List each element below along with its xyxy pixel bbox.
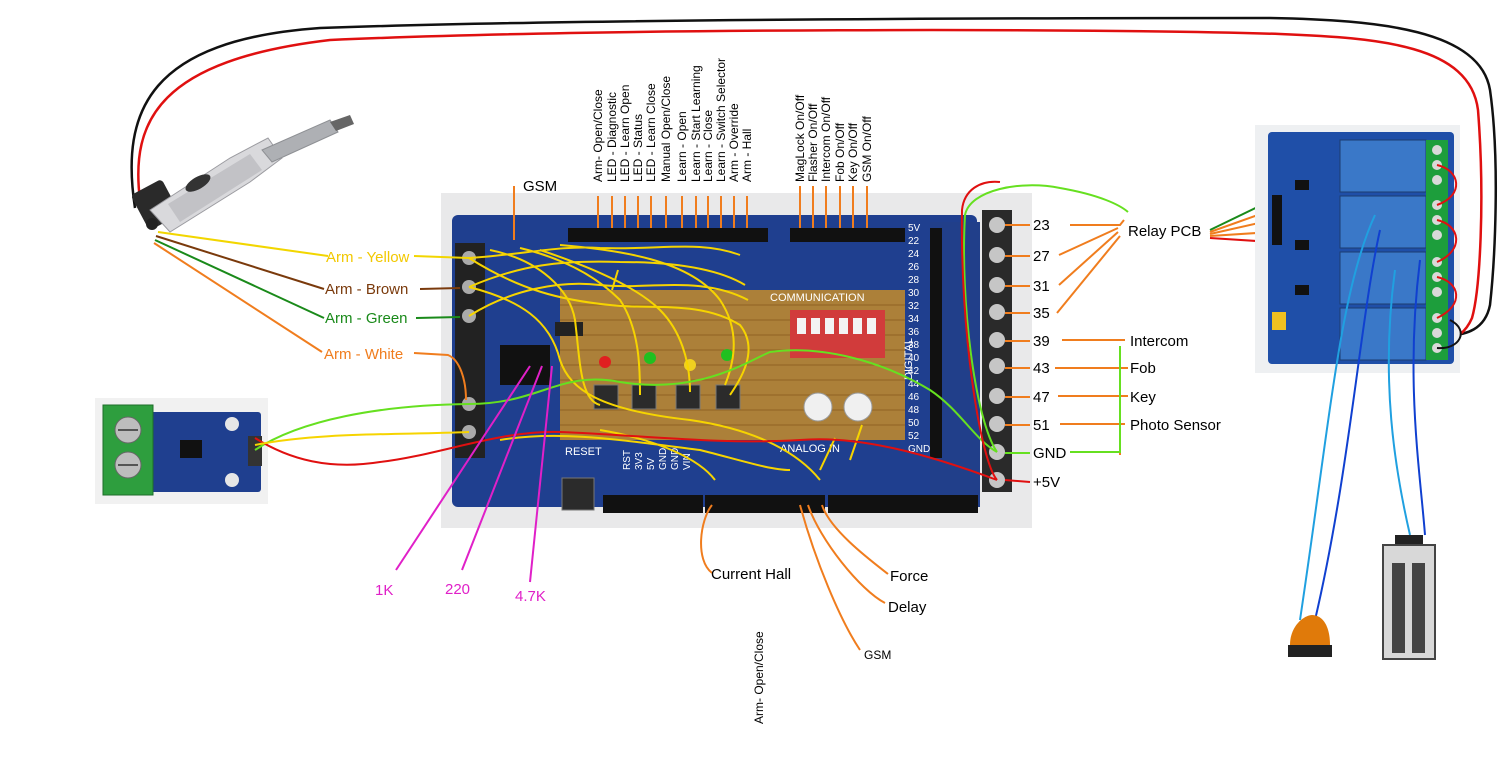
header-pin-silkscreen: 48 [908,405,920,416]
input-label: Key [1130,389,1156,406]
arm-brown-label: Arm - Brown [325,281,408,298]
delay-label: Delay [888,599,927,616]
analog-in-silkscreen: ANALOG IN [780,443,840,455]
relay-pcb-label: Relay PCB [1128,223,1201,240]
resistor-220-label: 220 [445,581,470,598]
power-pin-silkscreen: GND [658,448,669,470]
arm-wire-lines [153,231,470,401]
right-pin-label: 23 [1033,217,1050,234]
right-pin-label: 47 [1033,389,1050,406]
power-pin-silkscreen: GND [670,448,681,470]
arduino-pin-label: LED - Status [631,114,645,182]
red-wires [254,180,1001,481]
arduino-board: COMMUNICATION ANALOG IN RESET DIGITAL RS… [441,193,1032,528]
power-pin-silkscreen: RST [622,450,633,470]
right-pin-label: GND [1033,445,1067,462]
right-pin-label: 27 [1033,248,1050,265]
device-wires [1299,214,1426,621]
arduino-pin-label: Arm - Hall [740,129,754,182]
header-pin-silkscreen: 30 [908,288,920,299]
gsm-bottom-label: GSM [864,648,891,662]
header-pin-silkscreen: 52 [908,431,920,442]
header-pin-silkscreen: GND [908,444,930,455]
arduino-pin-label: LED - Learn Open [618,85,632,182]
header-pin-silkscreen: 36 [908,327,920,338]
force-label: Force [890,568,928,585]
right-pin-label: 31 [1033,278,1050,295]
power-pin-silkscreen: 3V3 [634,452,645,470]
arduino-pin-label: Arm - Override [727,103,741,182]
arduino-pin-label: Learn - Close [701,110,715,182]
arduino-pin-label: Arm- Open/Close [591,89,605,182]
input-label: Fob [1130,360,1156,377]
right-pin-label: 39 [1033,333,1050,350]
input-label: Intercom [1130,333,1188,350]
dip-switch-label: Intercom On/Off [819,96,833,182]
header-pin-silkscreen: 34 [908,314,920,325]
header-pin-silkscreen: 50 [908,418,920,429]
yellow-jumpers [468,244,863,481]
header-pin-silkscreen: 38 [908,340,920,351]
header-pin-silkscreen: 44 [908,379,920,390]
dip-switch-label: Fob On/Off [833,122,847,182]
resistor-1k-label: 1K [375,582,393,599]
current-hall-label: Current Hall [711,566,791,583]
arduino-pin-label: Learn - Start Learning [689,65,703,182]
right-pin-label: +5V [1033,474,1060,491]
digital-silkscreen: DIGITAL [903,338,915,380]
header-pin-silkscreen: 5V [908,223,921,234]
header-pin-silkscreen: 28 [908,275,920,286]
resistor-4-7k-label: 4.7K [515,588,546,605]
input-label: Photo Sensor [1130,417,1221,434]
header-pin-silkscreen: 24 [908,249,920,260]
arduino-pin-label: Learn - Switch Selector [714,58,728,182]
bottom-labels: Current Hall Force Delay GSM Arm- Open/C… [700,504,928,724]
arm-open-close-bottom-label: Arm- Open/Close [752,631,766,724]
header-pin-silkscreen: 22 [908,236,920,247]
arduino-pin-label: Manual Open/Close [659,76,673,182]
dip-switch-label: MagLock On/Off [793,94,807,182]
maglock-image [1382,535,1436,660]
sensor-yellow-wire [254,431,470,446]
arm-yellow-label: Arm - Yellow [326,249,410,266]
resistor-labels: 1K 220 4.7K [375,365,553,605]
arduino-pin-label: LED - Learn Close [644,83,658,182]
arm-wire-labels: Arm - Yellow Arm - Brown Arm - Green Arm… [324,249,410,363]
dip-switch-label: Flasher On/Off [806,103,820,182]
lime-wires [254,184,1129,453]
dip-switch-label: GSM On/Off [860,116,874,182]
dip-switch-label: Key On/Off [846,122,860,182]
power-pin-silkscreen: 5V [646,457,657,470]
gsm-top-label: GSM [523,178,557,195]
arm-green-label: Arm - Green [325,310,408,327]
relay-board [1255,125,1462,373]
right-pin-label: 35 [1033,305,1050,322]
right-pin-label: 43 [1033,360,1050,377]
actuator-power-cables [130,16,1498,342]
current-sensor-module [95,398,268,504]
arm-white-label: Arm - White [324,346,403,363]
flasher-light-image [1288,615,1332,657]
linear-actuator-image [132,115,354,233]
arduino-pin-label: LED - Diagnostic [605,92,619,182]
power-pin-silkscreen: VIN [682,453,693,470]
arduino-pin-label: Learn - Open [675,111,689,182]
right-pin-label: 51 [1033,417,1050,434]
header-pin-silkscreen: 26 [908,262,920,273]
header-pin-silkscreen: 42 [908,366,920,377]
communication-silkscreen: COMMUNICATION [770,292,865,304]
header-pin-silkscreen: 46 [908,392,920,403]
header-pin-silkscreen: 32 [908,301,920,312]
reset-silkscreen: RESET [565,446,602,458]
header-pin-silkscreen: 40 [908,353,920,364]
